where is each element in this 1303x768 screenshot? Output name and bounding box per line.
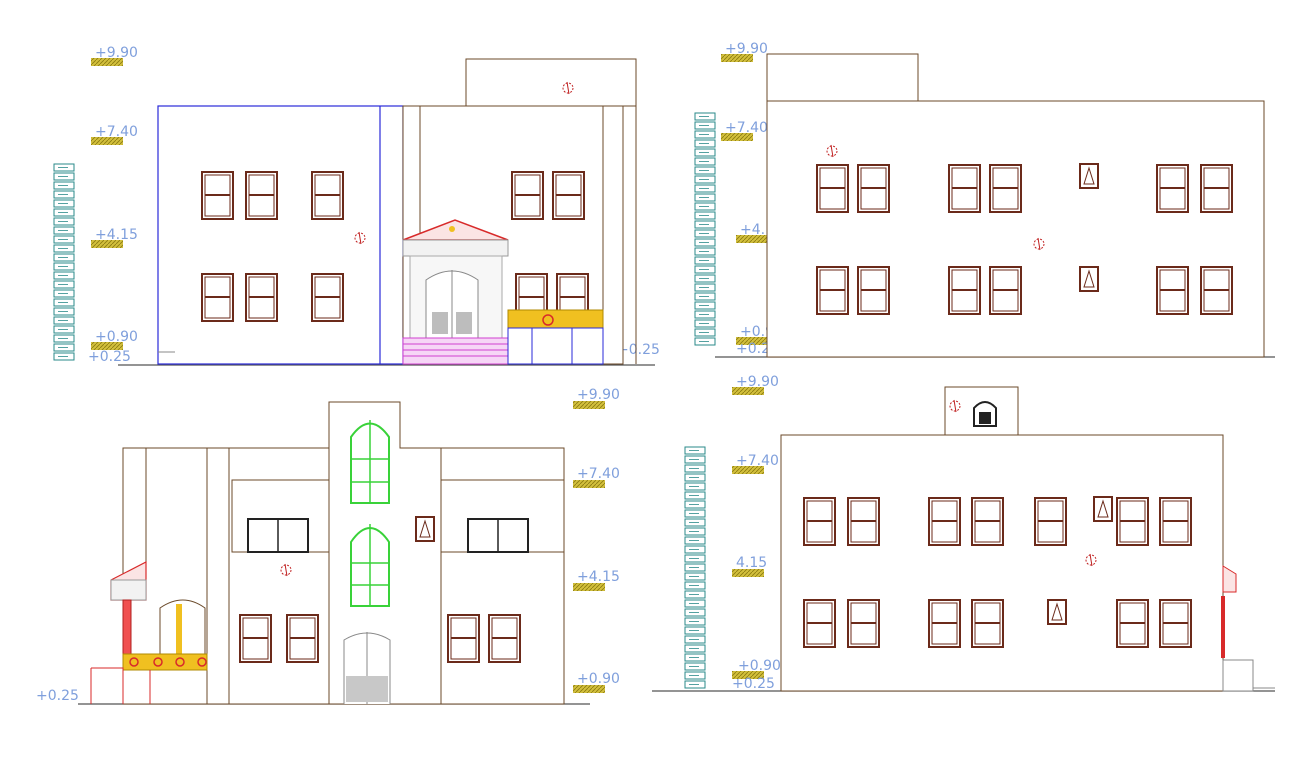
scale-bar-icon: [694, 112, 716, 346]
level-marker-icon: [573, 401, 605, 693]
scale-bar-icon: [53, 163, 75, 361]
left-side-elevation: +9.90 +7.40 +4.15 +0.90 +0.25: [36, 387, 620, 705]
level-label: +9.90: [95, 45, 138, 61]
level-marker-icon: [732, 387, 764, 679]
rear-elevation: +9.90 +7.40 4.15 +0.90 +0.25: [652, 374, 1275, 692]
roof-vent-icon: [973, 401, 997, 427]
front-elevation: +9.90 +7.40 +4.15 +0.90 +0.25 +0.25: [53, 45, 660, 366]
level-label: +4.15: [577, 569, 620, 585]
level-label: +0.25: [36, 688, 79, 704]
stair-window: [350, 420, 390, 607]
right-side-elevation: +9.90 +7.40 +4.15 +0.90 +0.25: [694, 41, 1275, 358]
level-label: +0.25: [88, 349, 131, 365]
level-label: +0.90: [577, 671, 620, 687]
level-label: +9.90: [725, 41, 768, 57]
level-label: +9.90: [577, 387, 620, 403]
level-label: +0.90: [738, 658, 781, 674]
level-marker-icon: [721, 54, 768, 345]
balustrade: [507, 309, 604, 365]
level-label: +0.90: [95, 329, 138, 345]
level-label: +7.40: [95, 124, 138, 140]
level-label: +0.25: [732, 676, 775, 692]
level-label: 4.15: [736, 555, 767, 571]
level-label: +0.25: [617, 342, 660, 358]
entrance-porch: [402, 219, 509, 365]
level-label: +7.40: [577, 466, 620, 482]
level-label: +4.15: [95, 227, 138, 243]
level-label: +9.90: [736, 374, 779, 390]
level-label: +7.40: [725, 120, 768, 136]
level-label: +7.40: [736, 453, 779, 469]
scale-bar-icon: [684, 446, 706, 689]
level-marker-icon: [91, 58, 123, 350]
